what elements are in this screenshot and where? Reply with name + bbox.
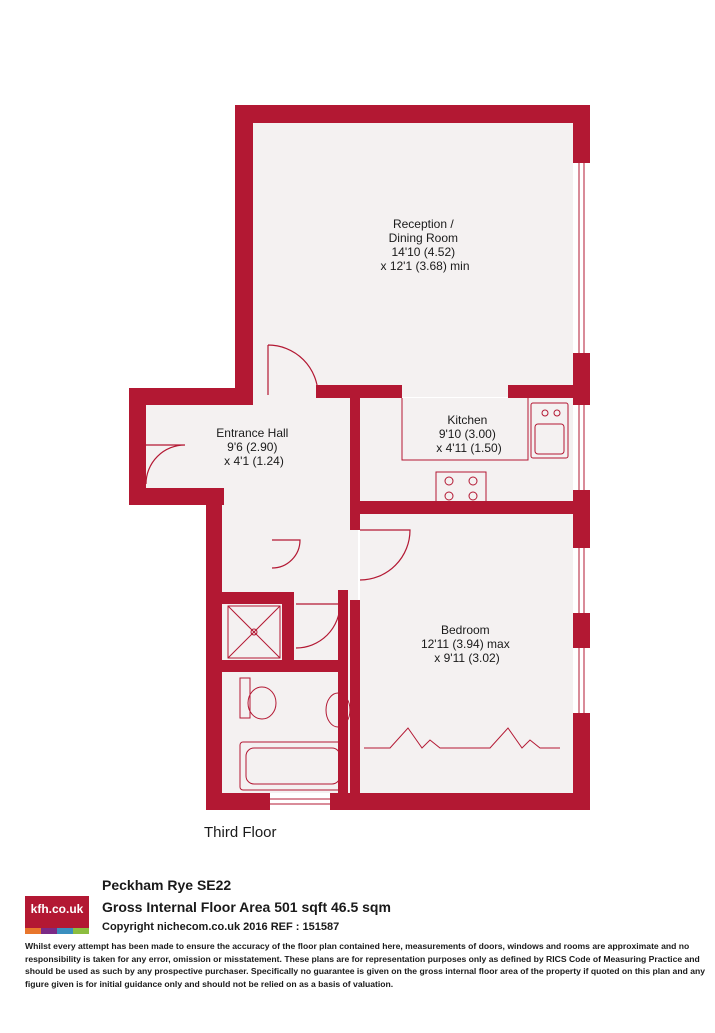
wall-bottom	[206, 793, 590, 810]
wardrobe-doors	[364, 727, 560, 749]
logo-stripe-4	[73, 928, 89, 934]
kitchen-floor	[360, 398, 573, 501]
kfh-logo: kfh.co.uk	[25, 896, 89, 934]
copyright-line: Copyright nichecom.co.uk 2016 REF : 1515…	[102, 921, 340, 933]
windows	[270, 163, 590, 810]
toilet-cistern	[239, 677, 251, 719]
wall-kitchen-bottom	[350, 501, 573, 514]
floor-label: Third Floor	[204, 824, 277, 841]
window-bathroom-bottom	[270, 793, 330, 810]
logo-text: kfh.co.uk	[30, 902, 84, 916]
toilet-bowl	[247, 686, 277, 720]
door-entrance	[145, 444, 186, 485]
bathtub-inner	[245, 747, 341, 785]
kitchen-sink-bowl	[534, 423, 565, 455]
wall-shower-top	[222, 592, 294, 604]
floor-plan: Reception / Dining Room 14'10 (4.52) x 1…	[129, 105, 590, 810]
wall-wc-upper	[206, 660, 348, 672]
wall-reception-bottom-mid	[350, 385, 402, 398]
wall-hall-left	[129, 388, 146, 505]
logo-stripe	[25, 928, 89, 934]
kitchen-sink	[530, 402, 569, 459]
wall-wc-right	[338, 590, 348, 810]
wall-hall-bottom	[129, 488, 224, 505]
wall-hall-top-left	[129, 388, 253, 405]
doors	[145, 344, 411, 649]
wall-shower-right	[282, 592, 294, 660]
logo-stripe-3	[57, 928, 73, 934]
wall-bedroom-left	[350, 600, 360, 810]
room-label-entrance-hall: Entrance Hall 9'6 (2.90) x 4'1 (1.24)	[216, 426, 291, 468]
floor-area-line: Gross Internal Floor Area 501 sqft 46.5 …	[102, 899, 391, 915]
door-cupboard	[271, 539, 301, 569]
property-title: Peckham Rye SE22	[102, 877, 232, 893]
floor-area	[146, 123, 573, 800]
wall-reception-bottom-left	[316, 385, 360, 398]
door-reception	[267, 344, 319, 396]
disclaimer: Whilst every attempt has been made to en…	[25, 941, 706, 989]
reception-floor	[253, 123, 573, 397]
kitchen-hob	[435, 471, 487, 505]
window-bedroom-right-2	[573, 648, 590, 713]
logo-stripe-1	[25, 928, 41, 934]
kitchen-worktop	[401, 398, 529, 461]
wash-basin	[325, 692, 351, 728]
room-labels: Reception / Dining Room 14'10 (4.52) x 1…	[216, 217, 513, 665]
door-bedroom	[359, 529, 411, 581]
wall-hall-bottom-right	[206, 488, 222, 810]
door-bathroom	[295, 603, 341, 649]
wall-kitchen-left	[350, 385, 360, 530]
room-label-reception: Reception / Dining Room 14'10 (4.52) x 1…	[381, 217, 470, 273]
logo-stripe-2	[41, 928, 57, 934]
window-reception-right	[573, 163, 590, 353]
bathtub	[239, 741, 347, 791]
room-label-kitchen: Kitchen 9'10 (3.00) x 4'11 (1.50)	[436, 413, 501, 455]
wall-top	[235, 105, 590, 123]
wall-left-upper	[235, 105, 253, 405]
window-kitchen-right	[573, 405, 590, 490]
room-label-bedroom: Bedroom 12'11 (3.94) max x 9'11 (3.02)	[421, 623, 513, 665]
fixtures	[227, 398, 569, 791]
shower-tray	[227, 605, 281, 659]
window-bedroom-right-1	[573, 548, 590, 613]
wall-reception-bottom-right	[508, 385, 573, 398]
